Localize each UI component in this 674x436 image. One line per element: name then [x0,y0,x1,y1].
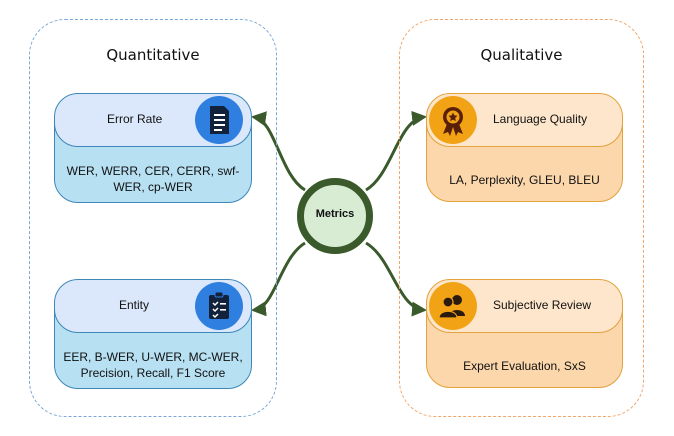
users-icon [429,282,477,330]
language-quality-card-header: Language Quality [427,94,622,147]
error-rate-card-header: Error Rate [55,94,251,147]
award-badge-icon [429,96,477,144]
subjective-review-metrics: Expert Evaluation, SxS [463,359,586,373]
entity-card-header: Entity [55,280,251,333]
document-list-icon [195,96,243,144]
quantitative-group: Quantitative [29,19,277,417]
entity-title: Entity [119,298,150,312]
subjective-review-card-header: Subjective Review [427,280,622,333]
language-quality-title: Language Quality [493,112,588,126]
subjective-review-card: Subjective Review Expert Evaluation, SxS [426,279,623,388]
language-quality-metrics: LA, Perplexity, GLEU, BLEU [449,173,600,187]
language-quality-card: Language Quality LA, Perplexity, GLEU, B… [426,93,623,202]
error-rate-metrics: WER, WERR, CER, CERR, swf-WER, cp-WER [66,164,240,194]
qualitative-title: Qualitative [480,46,563,64]
error-rate-card: Error Rate WER, WERR, CER, CERR, swf-WER… [54,93,252,203]
metrics-node: Metrics [297,178,373,254]
arrow-to-language-quality [365,110,427,192]
arrow-to-error-rate [251,111,306,192]
arrow-to-subjective-review [365,241,427,317]
arrow-to-entity [251,241,306,317]
entity-card: Entity EER, B-WER, U-WER, MC-WER, Precis… [54,279,252,389]
subjective-review-title: Subjective Review [493,298,592,312]
clipboard-checklist-icon [195,282,243,330]
qualitative-group: Qualitative [399,19,644,417]
quantitative-title: Quantitative [106,46,200,64]
metrics-label: Metrics [315,208,355,220]
error-rate-title: Error Rate [107,112,163,126]
entity-metrics: EER, B-WER, U-WER, MC-WER, Precision, Re… [63,350,243,380]
